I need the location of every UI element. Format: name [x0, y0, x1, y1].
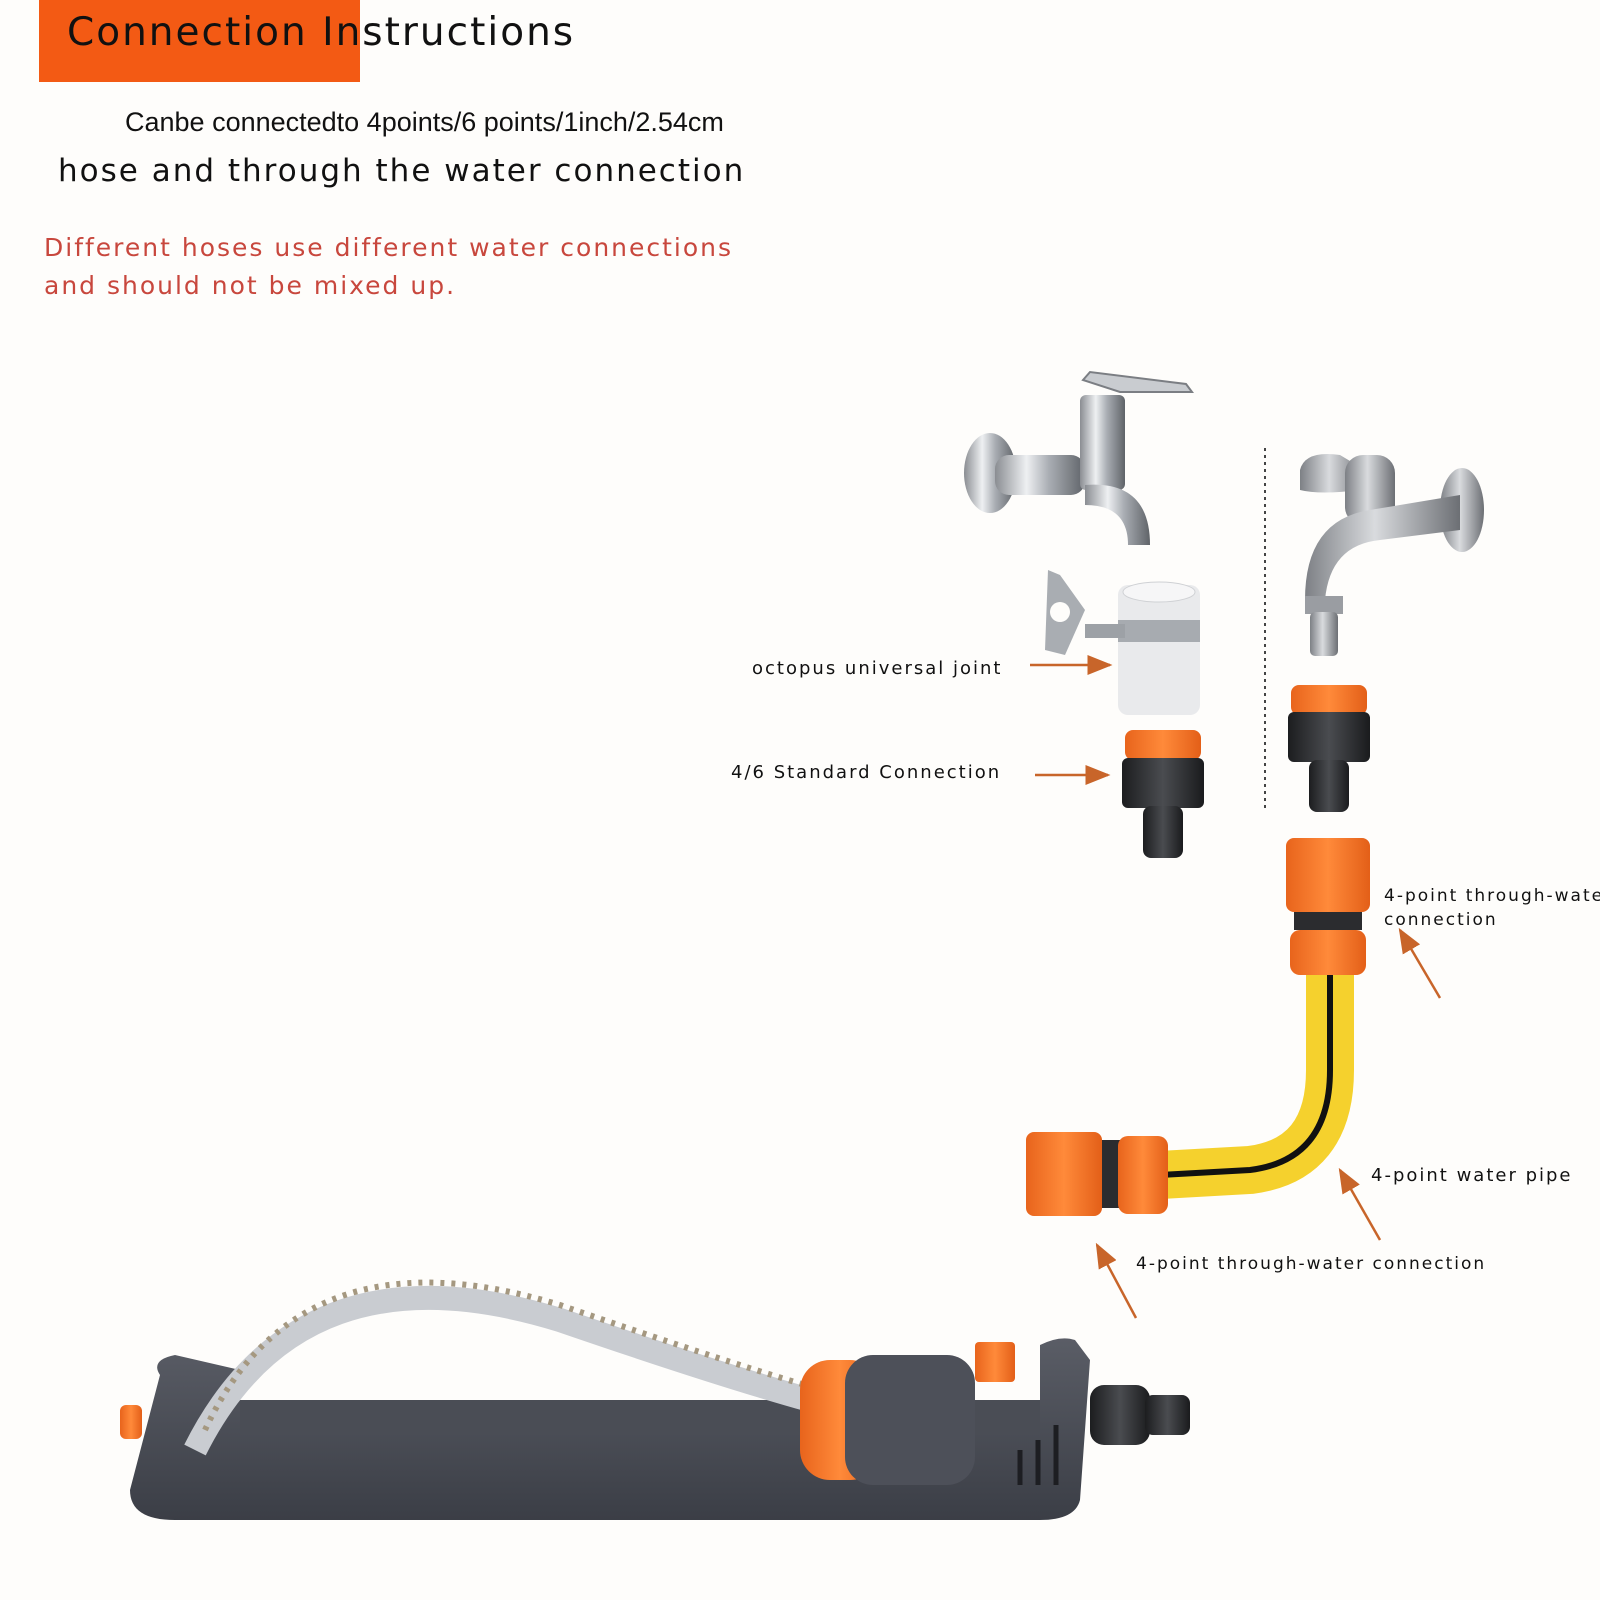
- left-tap-connector-illustration: [1122, 730, 1204, 858]
- arrow-through-water-bottom: [1095, 1242, 1138, 1319]
- right-faucet-illustration: [1300, 454, 1484, 656]
- callout-arrows: [1030, 655, 1442, 1319]
- right-tap-connector-illustration: [1288, 685, 1370, 812]
- left-faucet-illustration: [964, 370, 1194, 545]
- warning-text: Different hoses use different water conn…: [44, 229, 733, 305]
- intro-line-1: Canbe connectedto 4points/6 points/1inch…: [125, 107, 724, 137]
- hose-illustration: [1026, 838, 1370, 1216]
- title-highlight-box: [39, 0, 360, 82]
- warning-line-2: and should not be mixed up.: [44, 271, 457, 300]
- octopus-joint-illustration: [1045, 570, 1200, 715]
- standard-connection-label: 4/6 Standard Connection: [731, 762, 1002, 783]
- page-title: Connection Instructions: [67, 10, 576, 55]
- through-water-top-label-line-2: connection: [1384, 910, 1498, 930]
- water-pipe-label: 4-point water pipe: [1371, 1165, 1573, 1186]
- through-water-top-label-line-1: 4-point through-wate: [1384, 886, 1600, 906]
- warning-line-1: Different hoses use different water conn…: [44, 233, 734, 262]
- intro-line-2: hose and through the water connection: [58, 153, 746, 189]
- sprinkler-illustration: [120, 1279, 1190, 1520]
- arrow-water-pipe: [1338, 1167, 1382, 1241]
- octopus-joint-label: octopus universal joint: [752, 658, 1003, 679]
- arrow-through-water-top: [1398, 927, 1442, 999]
- through-water-top-label: 4-point through-wate connection: [1384, 884, 1600, 932]
- through-water-bottom-label: 4-point through-water connection: [1136, 1254, 1487, 1274]
